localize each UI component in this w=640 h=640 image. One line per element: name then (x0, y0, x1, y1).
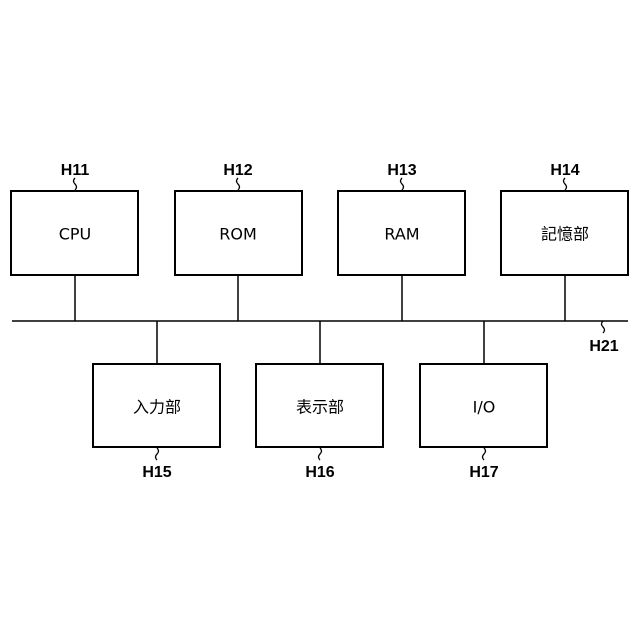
block-input: 入力部 (93, 364, 220, 447)
leader-h14 (564, 178, 567, 190)
ref-h11: H11 (61, 162, 90, 179)
leader-h15 (156, 448, 159, 460)
ref-h15: H15 (142, 464, 171, 481)
leader-h21 (602, 321, 605, 333)
input-label: 入力部 (133, 398, 181, 417)
block-io: I/O (420, 364, 547, 447)
storage-label: 記憶部 (541, 225, 589, 244)
block-storage: 記憶部 (501, 191, 628, 275)
leader-h17 (483, 448, 486, 460)
rom-label: ROM (219, 225, 257, 244)
display-label: 表示部 (296, 398, 344, 417)
block-display: 表示部 (256, 364, 383, 447)
ram-label: RAM (384, 225, 419, 244)
leader-h11 (74, 178, 77, 190)
ref-h12: H12 (223, 162, 252, 179)
ref-h16: H16 (305, 464, 334, 481)
io-label: I/O (473, 398, 496, 417)
ref-h14: H14 (550, 162, 579, 179)
leader-h12 (237, 178, 240, 190)
leader-h16 (319, 448, 322, 460)
ref-h13: H13 (387, 162, 416, 179)
ref-h21: H21 (589, 338, 618, 355)
cpu-label: CPU (59, 225, 92, 244)
leader-h13 (401, 178, 404, 190)
ref-h17: H17 (469, 464, 498, 481)
block-cpu: CPU (11, 191, 138, 275)
block-rom: ROM (175, 191, 302, 275)
block-ram: RAM (338, 191, 465, 275)
